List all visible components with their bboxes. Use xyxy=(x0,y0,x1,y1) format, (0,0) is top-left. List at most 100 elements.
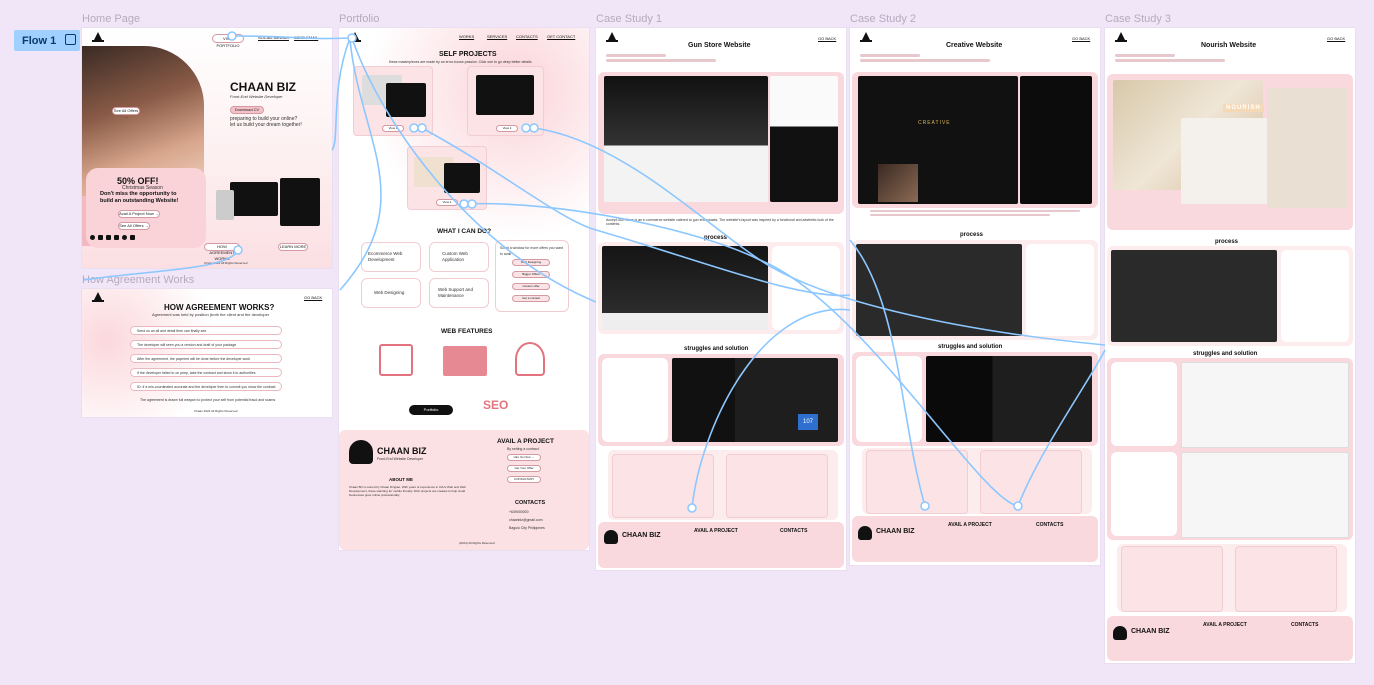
nav-send-email[interactable]: SEND EMAIL xyxy=(294,35,319,40)
frame-label-case-study-1[interactable]: Case Study 1 xyxy=(596,13,663,25)
cs2-footer-brand: CHAAN BIZ xyxy=(876,528,915,535)
cs1-back-link[interactable]: GO BACK xyxy=(818,36,837,41)
service-label: Ecommerce Web Development xyxy=(368,251,403,262)
cs3-process-notes xyxy=(1281,250,1349,342)
promo-line-2: build an outstanding Website! xyxy=(100,198,179,204)
nav-visit-portfolio[interactable]: VISIT PORTFOLIO xyxy=(212,34,244,48)
other-project-thumb[interactable] xyxy=(726,454,828,518)
cs3-process-title: process xyxy=(1215,239,1239,245)
offers-text: Scroll a window for more offers you want… xyxy=(500,246,563,256)
project-thumb-gun-store[interactable]: View it xyxy=(353,66,433,136)
agreement-step-1[interactable]: Send us an all and detail then can final… xyxy=(130,326,282,335)
other-project-thumb[interactable] xyxy=(1121,546,1223,612)
offer-button[interactable]: Bigger Offers xyxy=(512,271,550,278)
cs3-hero-word: NOURISH xyxy=(1223,104,1264,112)
portfolio-toggle[interactable]: Portfolio xyxy=(409,405,453,415)
cs1-process-screenshot xyxy=(602,246,768,330)
other-project-thumb[interactable] xyxy=(612,454,714,518)
cs1-struggles-card: 107 xyxy=(598,354,844,446)
nav-works[interactable]: WORKS xyxy=(459,34,475,39)
project-thumb-nourish[interactable]: View it xyxy=(407,146,487,210)
frame-case-study-2[interactable]: GO BACK Creative Website CREATIVE proces… xyxy=(850,28,1100,565)
instagram-icon[interactable] xyxy=(98,235,103,240)
flow-label: Flow 1 xyxy=(22,34,57,47)
other-project-thumb[interactable] xyxy=(866,450,968,514)
get-offer-button[interactable]: Get Your Offer xyxy=(507,465,541,472)
frame-case-study-1[interactable]: GO BACK Gun Store Website Accept Gun Sto… xyxy=(596,28,846,570)
cs2-design-screenshot xyxy=(856,244,1022,336)
frame-home[interactable]: VISIT PORTFOLIO SOCIAL MEDIAS SEND EMAIL… xyxy=(82,28,332,268)
cs1-desktop-screenshot xyxy=(604,76,768,202)
agreement-step-4[interactable]: If the developer failed to on peep, take… xyxy=(130,368,282,377)
service-card[interactable]: Ecommerce Web Development xyxy=(361,242,421,272)
offer-button[interactable]: Custom offer xyxy=(512,283,550,290)
view-project-button[interactable]: View it xyxy=(382,125,404,132)
how-agreement-works-button[interactable]: HOW AGREEMENT WORKS xyxy=(204,243,240,261)
cs2-caption-line xyxy=(870,210,1080,212)
other-project-thumb[interactable] xyxy=(980,450,1082,514)
cs1-mobile-screenshot xyxy=(770,76,838,202)
cs2-back-link[interactable]: GO BACK xyxy=(1072,36,1091,41)
linkedin-icon[interactable] xyxy=(106,235,111,240)
other-project-thumb[interactable] xyxy=(1235,546,1337,612)
learn-more-button[interactable]: LEARN MORE xyxy=(278,243,308,251)
frame-portfolio[interactable]: WORKS SERVICES CONTACTS GET CONTACT SELF… xyxy=(339,28,589,550)
cs2-struggles-text xyxy=(856,356,922,442)
frame-label-portfolio[interactable]: Portfolio xyxy=(339,13,380,25)
view-project-button[interactable]: View it xyxy=(436,199,458,206)
frame-agreement[interactable]: GO BACK HOW AGREEMENT WORKS? Agreement w… xyxy=(82,289,332,417)
cs1-title: Gun Store Website xyxy=(688,42,751,49)
cs2-title: Creative Website xyxy=(946,42,1003,49)
consultant-button[interactable]: CONSULTANT xyxy=(507,476,541,483)
promo-title: 50% OFF! xyxy=(117,176,159,186)
facebook-icon[interactable] xyxy=(90,235,95,240)
about-text: Chaan Biz is owned by Chaan Dingiao. Wit… xyxy=(349,485,466,497)
cs1-footer-brand: CHAAN BIZ xyxy=(622,532,661,539)
footer-brand: CHAAN BIZ xyxy=(377,446,427,456)
project-screen xyxy=(476,75,534,115)
see-offers-button[interactable]: See All Offers → xyxy=(118,222,150,230)
tiktok-icon[interactable] xyxy=(130,235,135,240)
laptop-mockup xyxy=(230,182,278,216)
web-cards-icon xyxy=(443,346,487,376)
cs3-back-link[interactable]: GO BACK xyxy=(1327,36,1346,41)
tagline-1: preparing to build your online? xyxy=(230,116,298,122)
frame-label-home[interactable]: Home Page xyxy=(82,13,141,25)
frame-label-agreement[interactable]: How Agreement Works xyxy=(82,274,195,286)
frame-label-case-study-3[interactable]: Case Study 3 xyxy=(1105,13,1172,25)
nav-get-contact[interactable]: GET CONTACT xyxy=(547,34,576,39)
service-card[interactable]: Custom Web Application xyxy=(429,242,489,272)
service-label: Custom Web Application xyxy=(442,251,468,262)
meta-line xyxy=(606,59,716,62)
agreement-back-link[interactable]: GO BACK xyxy=(304,295,323,300)
upwork-icon[interactable] xyxy=(114,235,119,240)
view-project-button[interactable]: View it xyxy=(496,125,518,132)
home-copyright: Chaan 2024 All Rights Reserved xyxy=(204,261,248,265)
avail-project-button[interactable]: Avail A Project Now → xyxy=(118,210,160,218)
github-icon[interactable] xyxy=(122,235,127,240)
cs1-caption: Accept Gun Store is an e-commerce websit… xyxy=(606,218,834,226)
meta-line xyxy=(1115,59,1225,62)
frame-label-case-study-2[interactable]: Case Study 2 xyxy=(850,13,917,25)
agreement-step-2[interactable]: The developer will seen you a version an… xyxy=(130,340,282,349)
project-thumb-creative[interactable]: View it xyxy=(467,66,544,136)
flow-badge[interactable]: Flow 1 xyxy=(14,30,80,51)
cs2-mobile-screenshot xyxy=(1020,76,1092,204)
handshake-icon xyxy=(515,342,545,376)
service-card[interactable]: Web Designing xyxy=(361,278,421,308)
nav-contacts[interactable]: CONTACTS xyxy=(516,34,538,39)
flow-start-icon[interactable] xyxy=(65,34,76,45)
offer-button[interactable]: Get a contact xyxy=(512,295,550,302)
agreement-step-3[interactable]: After the agreement, the payment will be… xyxy=(130,354,282,363)
see-all-offers-button[interactable]: See All Offers → xyxy=(112,107,140,119)
agreement-step-5[interactable]: ID: If a mis-coordinated accurate and th… xyxy=(130,382,282,391)
hire-us-button[interactable]: Hire Us Now → xyxy=(507,454,541,461)
download-cv-button[interactable]: Download CV xyxy=(230,106,264,114)
nav-social-medias[interactable]: SOCIAL MEDIAS xyxy=(258,35,289,40)
cs3-mobile-screenshot xyxy=(1267,88,1347,208)
avail-project-title: AVAIL A PROJECT xyxy=(497,438,554,445)
nav-services[interactable]: SERVICES xyxy=(487,34,508,39)
service-card[interactable]: Web Support and Maintenance xyxy=(429,278,489,308)
offer-button[interactable]: Web Designing xyxy=(512,259,550,266)
frame-case-study-3[interactable]: GO BACK Nourish Website NOURISH process … xyxy=(1105,28,1355,663)
